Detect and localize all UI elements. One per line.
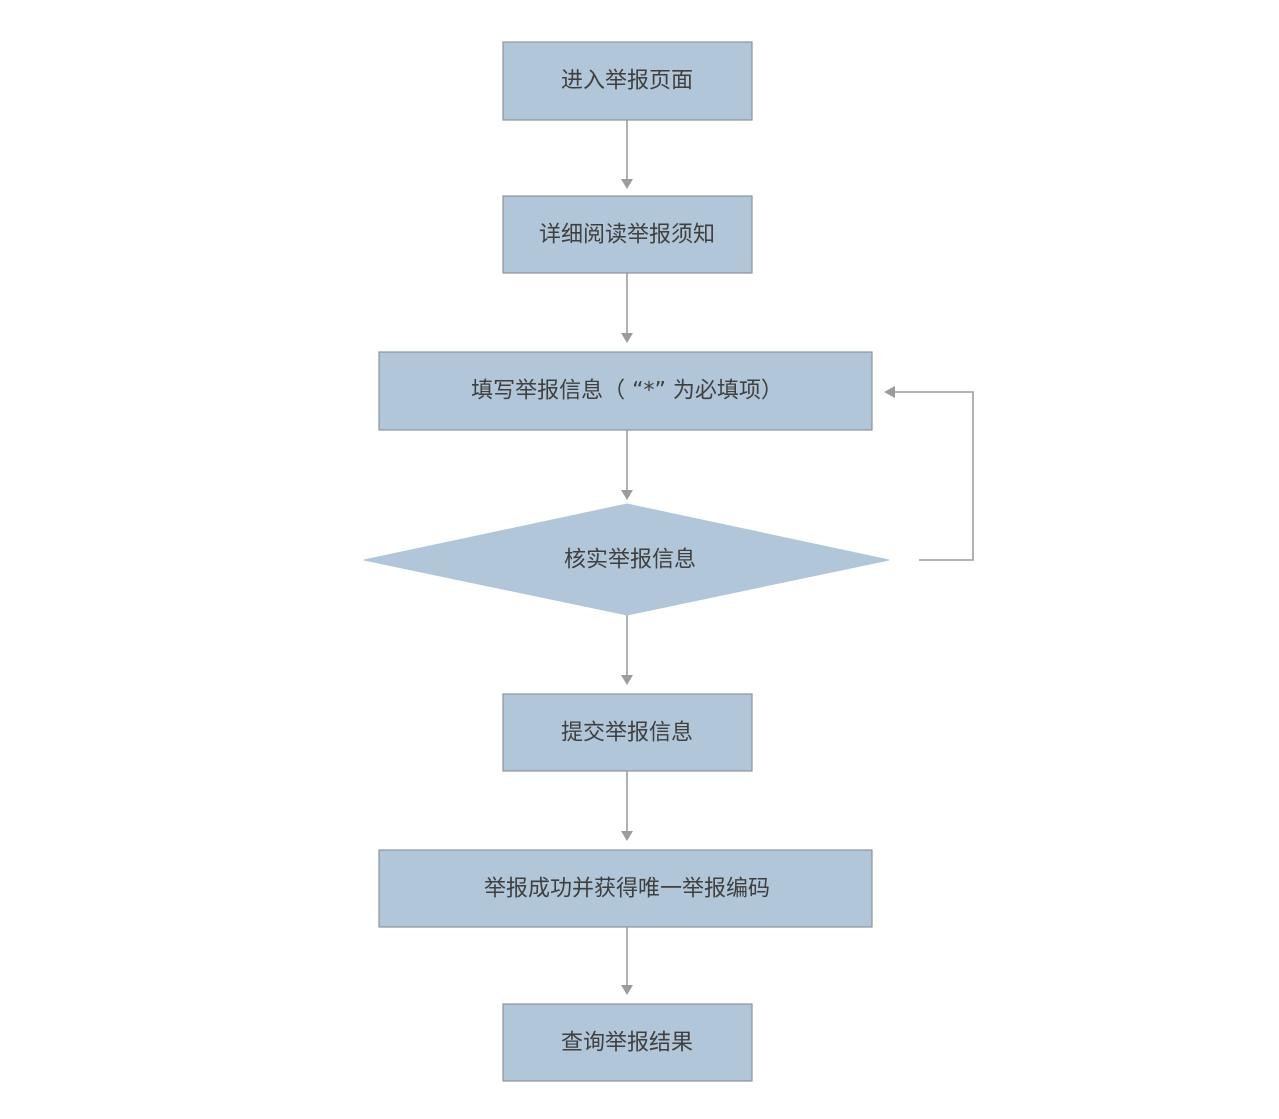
step-box [378, 849, 873, 928]
step-label: 查询举报结果 [561, 1031, 693, 1056]
step-label: 举报成功并获得唯一举报编码 [484, 877, 770, 902]
connectors [621, 120, 974, 995]
edge-verify-loop-to-fill [894, 391, 974, 561]
decision-diamond [363, 503, 890, 616]
decision-label: 核实举报信息 [564, 548, 696, 573]
step-box [502, 195, 753, 274]
step-label: 提交举报信息 [561, 721, 693, 746]
step-label: 进入举报页面 [561, 69, 693, 94]
step-box [378, 351, 873, 431]
arrowhead-success [621, 831, 633, 841]
flow-decision-verify: 核实举报信息 [363, 503, 890, 616]
flow-step-read: 详细阅读举报须知 [502, 195, 753, 274]
flow-step-success: 举报成功并获得唯一举报编码 [378, 849, 873, 928]
flow-step-enter: 进入举报页面 [502, 41, 753, 121]
arrowhead-query [621, 985, 633, 995]
flow-step-query: 查询举报结果 [502, 1003, 753, 1082]
arrowhead-read [621, 179, 633, 189]
arrowhead-submit [621, 675, 633, 685]
step-box [502, 693, 753, 772]
arrowhead-fill [621, 333, 633, 343]
step-label: 详细阅读举报须知 [539, 223, 715, 248]
flow-step-submit: 提交举报信息 [502, 693, 753, 772]
step-label: 填写举报信息（ “*” 为必填项） [471, 379, 783, 404]
step-box [502, 1003, 753, 1082]
step-box [502, 41, 753, 121]
arrowhead-verify [621, 490, 633, 500]
arrowhead-loop-fill [884, 386, 895, 398]
flow-step-fill: 填写举报信息（ “*” 为必填项） [378, 351, 873, 431]
